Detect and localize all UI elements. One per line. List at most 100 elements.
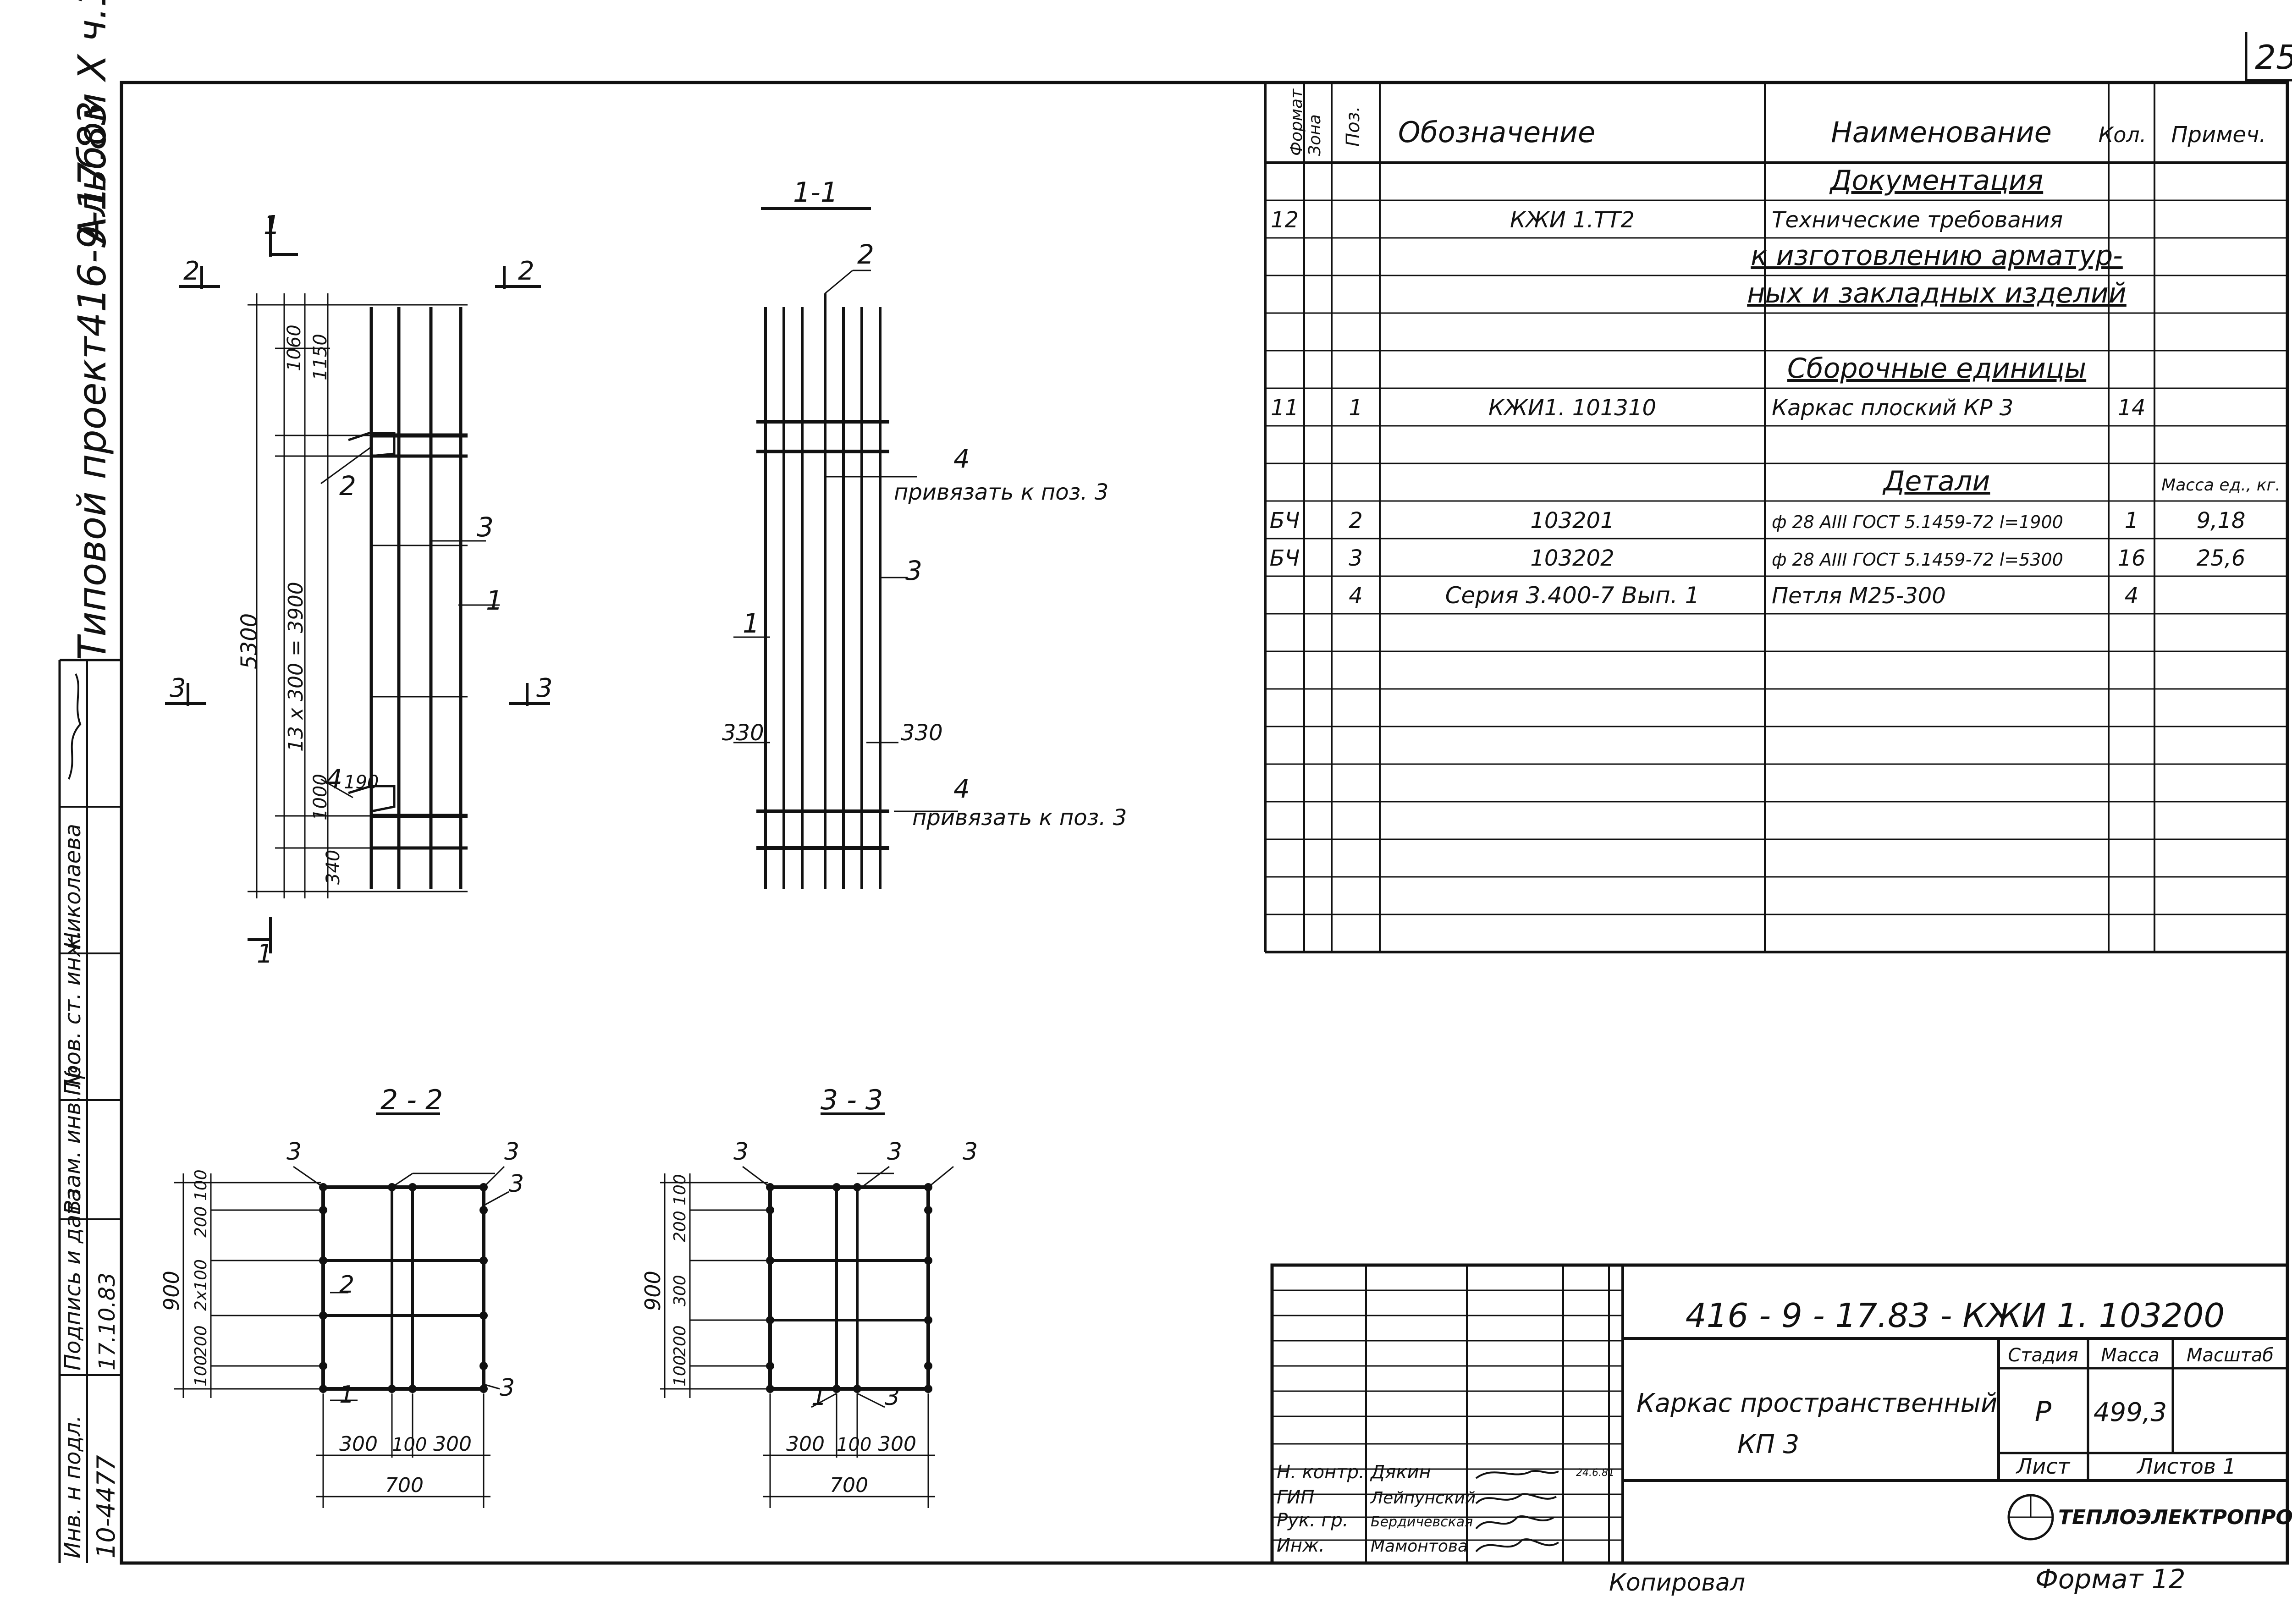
drawing-designation: 416 - 9 - 17.83 - КЖИ 1. 103200 (1686, 1296, 2225, 1335)
spec-row-2: к изготовлению арматур- (1751, 240, 2123, 272)
section-2-2-title: 2 - 2 (380, 1084, 443, 1116)
project-number: Типовой проект416-9-17.83 (70, 101, 115, 660)
dim-overall-height: 5300 (237, 613, 262, 669)
rebar-dot (479, 1311, 488, 1320)
s33-dim-700: 700 (830, 1474, 868, 1497)
section-2-2-labels: 2 - 2 900 100 200 2x100 200 100 300 100 … (159, 1084, 524, 1497)
section-1-1 (733, 207, 958, 889)
rebar-dot (766, 1183, 774, 1191)
s11-callout-3: 3 (905, 555, 922, 586)
s22-dim-900: 900 (159, 1271, 184, 1311)
s22-dim-700: 700 (385, 1474, 424, 1497)
dim-bottom-1000: 1000 (310, 774, 331, 820)
section-mark-3-left: 3 (170, 673, 186, 703)
spec-cell-pos: 2 (1349, 508, 1363, 534)
rebar-dot (319, 1183, 327, 1191)
s22-callout-3d: 3 (500, 1374, 515, 1402)
spec-header-zone: Зона (1306, 114, 1324, 156)
rebar-dot (766, 1316, 774, 1324)
rebar-dot (924, 1183, 932, 1191)
section-1-1-title: 1-1 (793, 176, 838, 209)
rebar-dot (479, 1206, 488, 1214)
section-3-3-title: 3 - 3 (821, 1084, 883, 1116)
spec-cell-note: 9,18 (2197, 508, 2246, 534)
spec-cell-designation: КЖИ 1.ТТ2 (1510, 207, 1635, 233)
s22-dim-100-mid: 100 (392, 1434, 427, 1455)
org-logo-letters: ТЭП (2031, 1540, 2032, 1541)
s33-dim-200-a: 200 (671, 1325, 689, 1357)
s22-dim-300-right: 300 (433, 1432, 472, 1456)
s22-dim-300-left: 300 (339, 1432, 378, 1456)
signer-role-2: Рук. гр. (1277, 1510, 1349, 1531)
s33-callout-3c: 3 (963, 1138, 978, 1166)
spec-row-8: Детали Масса ед., кг. (1882, 465, 2281, 497)
spec-cell-format: БЧ (1270, 508, 1300, 534)
signature-1 (1475, 1493, 1557, 1504)
spec-cell-name: Технические требования (1772, 207, 2063, 233)
section-2-2 (174, 1112, 509, 1508)
spec-cell-qty: 14 (2117, 395, 2145, 421)
s33-dim-300-right: 300 (878, 1432, 916, 1456)
s33-callout-3a: 3 (733, 1138, 749, 1166)
s22-callout-3a: 3 (286, 1138, 302, 1166)
s22-dim-2x100: 2x100 (192, 1259, 210, 1311)
section-3-3-labels: 3 - 3 900 100 200 300 200 100 300 100 30… (640, 1084, 978, 1497)
spec-cell-name: ных и закладных изделий (1747, 277, 2127, 309)
s11-callout-1: 1 (743, 608, 760, 639)
title-block (1270, 1263, 2289, 1565)
s33-dim-900: 900 (640, 1271, 665, 1311)
spec-cell-name: ф 28 АIII ГОСТ 5.1459-72 l=1900 (1772, 512, 2063, 532)
callout-2: 2 (339, 470, 356, 501)
rebar-dot (853, 1385, 861, 1393)
rebar-dot (408, 1385, 417, 1393)
spec-cell-name: Петля М25-300 (1772, 583, 1946, 609)
dim-bar-spacing: 13 x 300 = 3900 (284, 582, 308, 752)
spec-cell-name: ф 28 АIII ГОСТ 5.1459-72 l=5300 (1772, 550, 2063, 570)
rebar-dot (924, 1316, 932, 1324)
rebar-dot (832, 1183, 841, 1191)
title-block-text: 416 - 9 - 17.83 - КЖИ 1. 103200 Каркас п… (1277, 1296, 2292, 1596)
section-mark-1-top: 1 (264, 210, 280, 240)
signer-role-3: Инж. (1277, 1535, 1325, 1556)
s33-callout-3b: 3 (887, 1138, 902, 1166)
dim-top-1150: 1150 (310, 334, 331, 380)
spec-cell-name: Детали (1882, 465, 1990, 497)
signer-role-0: Н. контр. (1277, 1462, 1365, 1483)
drawing-name-line2: КП 3 (1737, 1430, 1799, 1459)
s33-callout-3d: 3 (885, 1383, 900, 1411)
section-mark-2-right: 2 (518, 256, 534, 286)
spec-cell-note: Масса ед., кг. (2161, 476, 2281, 495)
s33-dim-300: 300 (671, 1275, 689, 1306)
spec-header-format: Формат (1287, 88, 1306, 156)
section-2-2-bars (319, 1183, 488, 1393)
s11-dim-330-right: 330 (901, 720, 943, 746)
left-strip: Типовой проект416-9-17.83 Альбом X ч.1 П… (58, 0, 121, 1563)
spec-cell-pos: 4 (1349, 583, 1363, 609)
spec-cell-name: Документация (1829, 165, 2043, 197)
s22-dim-200-b: 200 (192, 1206, 210, 1238)
callout-1: 1 (486, 585, 503, 616)
section-mark-2-left: 2 (183, 256, 200, 286)
dim-top-1060: 1060 (284, 325, 305, 371)
dim-190: 190 (344, 772, 379, 793)
rebar-dot (766, 1385, 774, 1393)
rebar-dot (853, 1183, 861, 1191)
album-label: Альбом X ч.1 (70, 0, 115, 245)
rebar-dot (319, 1311, 327, 1320)
signer-date-0: 24.6.81 (1576, 1467, 1614, 1479)
sign-date-label: Подпись и дата (60, 1188, 86, 1371)
rebar-dot (924, 1206, 932, 1214)
format-label: Формат 12 (2035, 1563, 2186, 1595)
rebar-dot (319, 1362, 327, 1370)
main-view (165, 215, 550, 953)
spec-header-name: Наименование (1831, 116, 2052, 149)
checker-signature (68, 673, 82, 780)
spec-row-0: Документация (1829, 165, 2043, 197)
callout-4: 4 (325, 764, 342, 795)
spec-header-designation: Обозначение (1398, 116, 1595, 149)
spec-header-qty: Кол. (2099, 122, 2147, 147)
